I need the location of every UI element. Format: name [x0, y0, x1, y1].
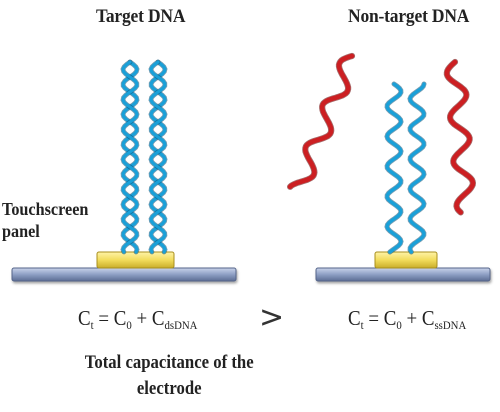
formula-plus: + C: [401, 306, 435, 330]
comparison-symbol: >: [259, 300, 285, 335]
right-capacitance-formula: Ct = C0 + CssDNA: [348, 306, 466, 333]
formula-eq: = C: [363, 306, 397, 330]
non-target-strand-right: [444, 59, 476, 215]
right-substrate: [315, 267, 491, 282]
non-target-strand-left: [287, 53, 355, 190]
left-helix-1-strand-b: [121, 60, 139, 254]
target-dna-title: Target DNA: [96, 6, 186, 27]
total-capacitance-caption: Total capacitance of the electrode: [84, 352, 254, 399]
formula-c: C: [348, 306, 361, 330]
formula-sub-t: t: [360, 318, 364, 332]
left-helix-1-strand-a: [121, 60, 139, 254]
left-substrate: [11, 267, 237, 282]
formula-sub-ssdna: ssDNA: [434, 318, 467, 332]
non-target-dna-title: Non-target DNA: [348, 6, 470, 27]
left-helix-2-strand-a: [149, 60, 167, 254]
left-capacitance-formula: Ct = C0 + CdsDNA: [78, 306, 197, 333]
right-ssdna-2: [408, 82, 426, 254]
formula-sub-zero: 0: [126, 318, 132, 332]
left-electrode-pad: [96, 251, 175, 269]
touchscreen-panel-label: Touchscreen panel: [2, 199, 89, 241]
left-helix-2-strand-b: [149, 60, 167, 254]
formula-eq: = C: [93, 306, 127, 330]
formula-c: C: [78, 306, 91, 330]
formula-sub-dsdna: dsDNA: [164, 318, 198, 332]
right-ssdna-1: [385, 82, 403, 254]
formula-sub-zero: 0: [396, 318, 402, 332]
formula-plus: + C: [131, 306, 165, 330]
right-electrode-pad: [374, 251, 438, 269]
formula-sub-t: t: [90, 318, 94, 332]
